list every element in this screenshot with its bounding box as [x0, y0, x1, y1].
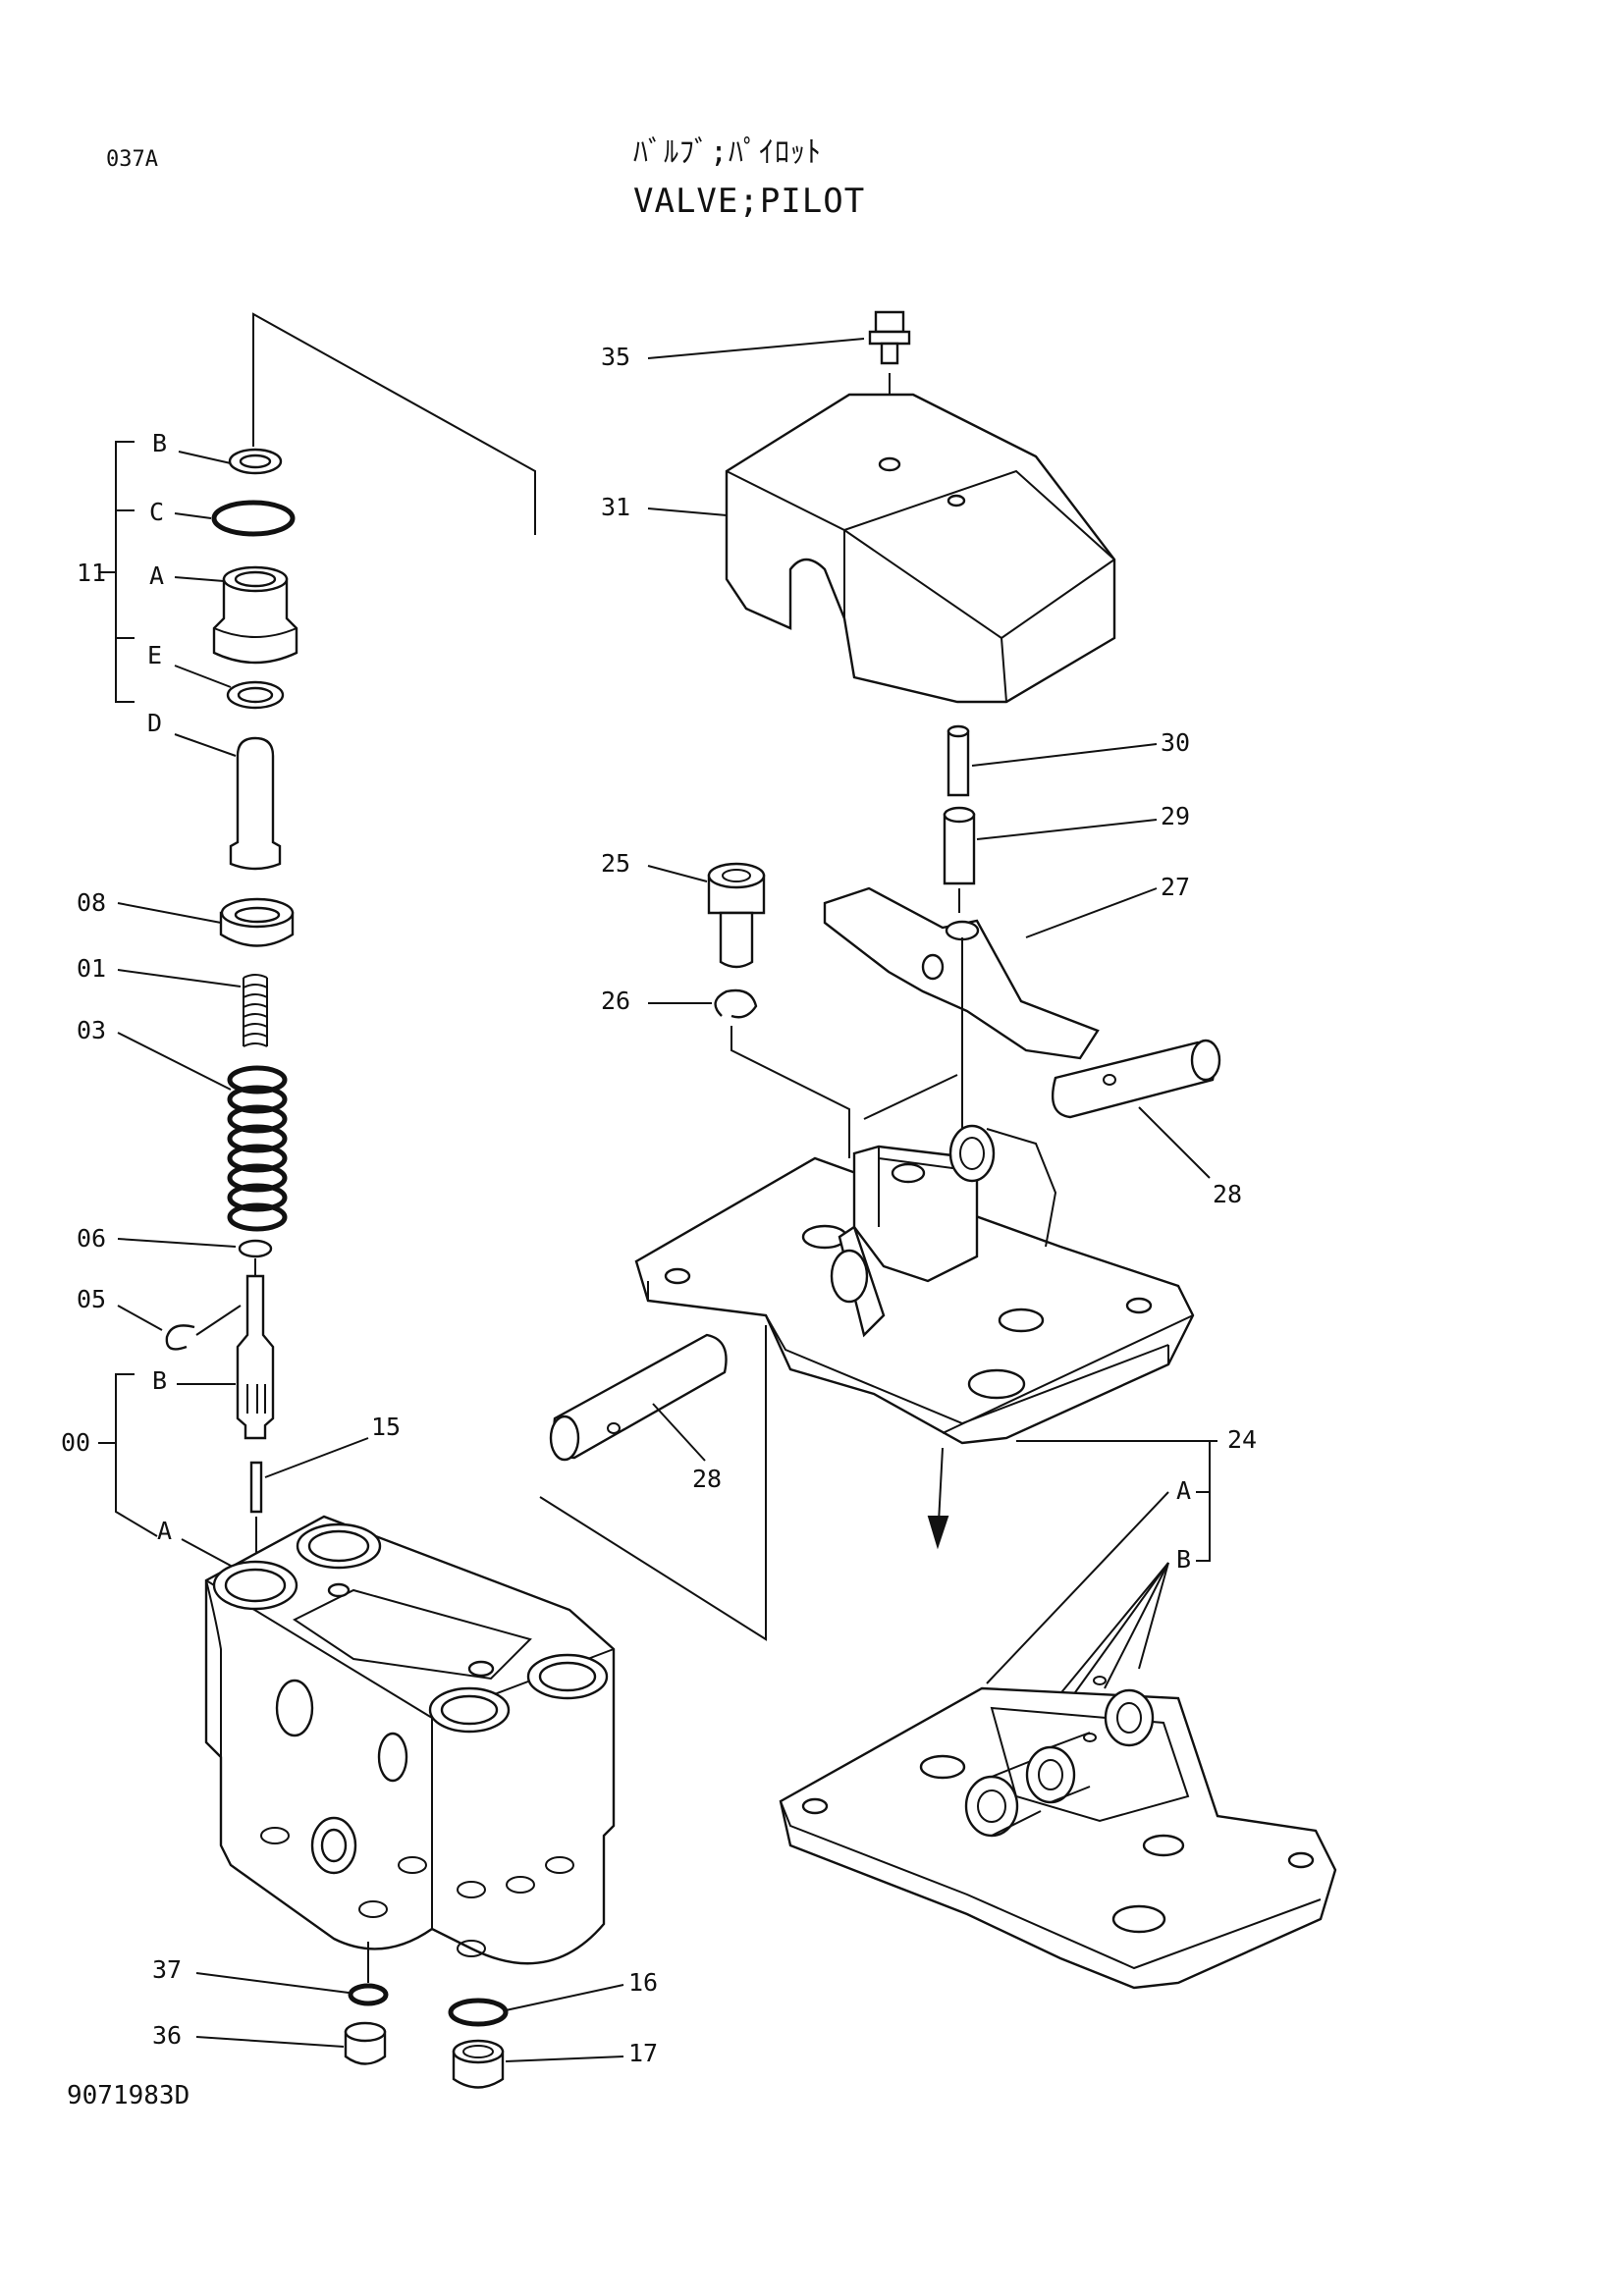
callout-01: 01 [77, 954, 106, 983]
o-ring-11C [211, 500, 296, 537]
pin-28-upper: 28 [1051, 1039, 1242, 1208]
callout-28-lower: 28 [692, 1465, 722, 1493]
callout-16: 16 [628, 1968, 658, 1997]
callout-37: 37 [152, 1955, 182, 1984]
outer-spring-03: 03 [77, 1016, 288, 1232]
o-ring-16: 16 [448, 1968, 658, 2027]
base-plate-24-detail [779, 1676, 1337, 1990]
callout-30: 30 [1161, 728, 1190, 757]
page-code: 037A [106, 147, 158, 172]
pin-30: 30 [947, 724, 1190, 797]
seal-ring-11B [228, 448, 283, 475]
callout-29: 29 [1161, 802, 1190, 830]
callout-11: 11 [77, 559, 106, 587]
lever-27: 27 [823, 873, 1190, 1158]
leader-line-right-body [539, 1325, 767, 1641]
o-ring-37: 37 [152, 1942, 389, 2006]
callout-08: 08 [77, 888, 106, 917]
callout-group-11: 11 B C A E D [77, 429, 237, 757]
down-arrow [927, 1447, 949, 1550]
bushing-11A [212, 565, 298, 665]
circlip-05: 05 [77, 1285, 242, 1351]
callout-27: 27 [1161, 873, 1190, 901]
base-plate-24: 24 [634, 1074, 1257, 1454]
socket-bolt-25: 25 [601, 849, 766, 969]
callout-00: 00 [61, 1428, 90, 1457]
plunger-11D [229, 736, 282, 871]
cover-31: 31 [601, 393, 1116, 704]
callout-24-A: A [1176, 1476, 1191, 1505]
callout-group-24: A B [986, 1441, 1211, 1748]
drawing-number: 9071983D [67, 2081, 190, 2110]
callout-11-C: C [149, 498, 164, 526]
plug-36: 36 [152, 2021, 387, 2065]
callout-11-D: D [147, 709, 162, 737]
callout-28-upper: 28 [1213, 1180, 1242, 1208]
callout-11-E: E [147, 641, 162, 669]
title-english: VALVE;PILOT [633, 182, 866, 221]
callout-25: 25 [601, 849, 630, 878]
callout-03: 03 [77, 1016, 106, 1044]
callout-36: 36 [152, 2021, 182, 2050]
pin-28-lower: 28 [549, 1333, 728, 1493]
plug-17: 17 [452, 2039, 658, 2089]
title-japanese: ﾊﾞﾙﾌﾞ;ﾊﾟｲﾛｯﾄ [633, 135, 823, 170]
callout-24: 24 [1227, 1425, 1257, 1454]
valve-body-00A [204, 1515, 616, 1965]
pin-15: 15 [249, 1413, 401, 1571]
callout-00-B: B [152, 1366, 167, 1395]
callout-05: 05 [77, 1285, 106, 1313]
callout-26: 26 [601, 987, 630, 1015]
callout-group-00: 00 B A [61, 1366, 236, 1567]
callout-15: 15 [371, 1413, 401, 1441]
callout-06: 06 [77, 1224, 106, 1253]
inner-spring-01: 01 [77, 954, 268, 1047]
washer-06: 06 [77, 1224, 273, 1258]
callout-35: 35 [601, 343, 630, 371]
callout-11-A: A [149, 561, 164, 590]
sleeve-29: 29 [943, 802, 1190, 913]
leader-line-upper-left [252, 312, 536, 535]
callout-00-A: A [157, 1517, 172, 1545]
callout-24-B: B [1176, 1545, 1191, 1574]
spool-00B [236, 1258, 275, 1440]
seal-ring-11E [226, 680, 285, 710]
bolt-35: 35 [601, 310, 911, 461]
callout-31: 31 [601, 493, 630, 521]
spring-seat-08: 08 [77, 888, 295, 947]
callout-17: 17 [628, 2039, 658, 2067]
spring-washer-26: 26 [601, 987, 850, 1158]
callout-11-B: B [152, 429, 167, 457]
